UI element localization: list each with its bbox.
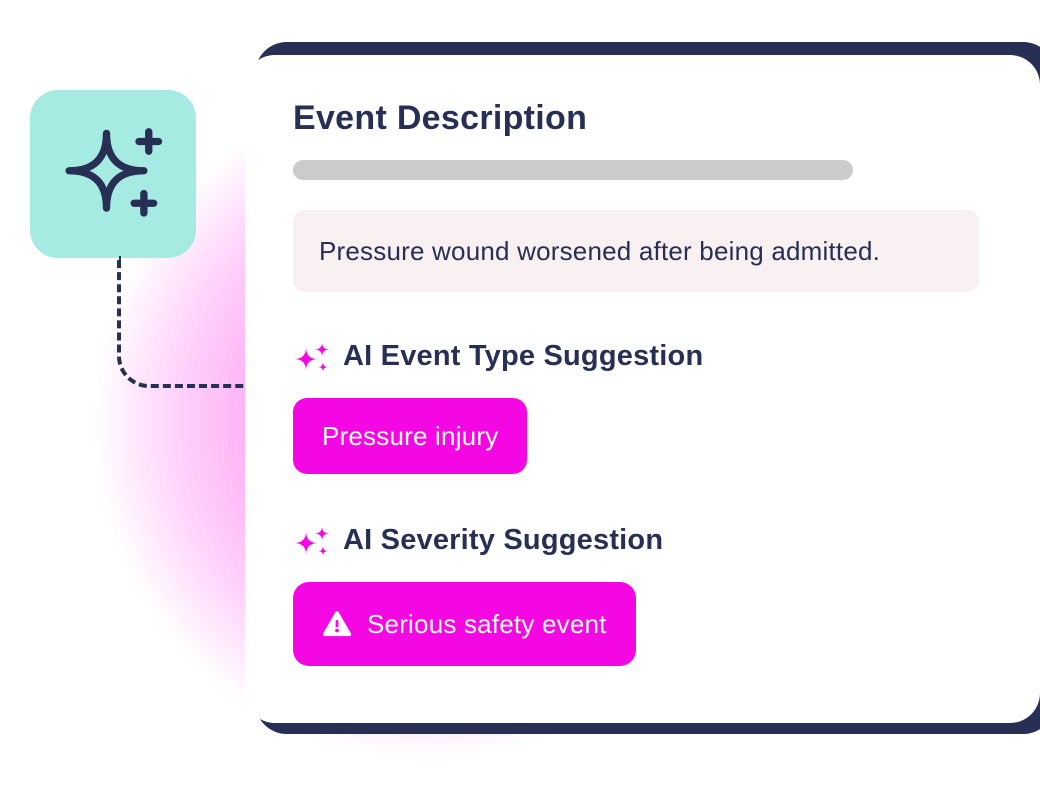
event-description-text: Pressure wound worsened after being admi… <box>319 235 881 266</box>
event-type-section-heading: AI Event Type Suggestion <box>293 338 980 375</box>
event-description-field[interactable]: Pressure wound worsened after being admi… <box>293 210 979 292</box>
severity-section-label: AI Severity Suggestion <box>343 524 664 556</box>
event-type-suggestion-tag[interactable]: Pressure injury <box>293 398 528 474</box>
card-title: Event Description <box>293 99 588 137</box>
dashed-connector <box>117 256 291 388</box>
event-type-section-label: AI Event Type Suggestion <box>343 340 704 372</box>
skeleton-bar <box>293 160 853 180</box>
ai-badge <box>30 90 196 258</box>
ai-sparkles-icon <box>294 526 330 556</box>
event-type-tag-label: Pressure injury <box>322 420 499 451</box>
severity-tag-label: Serious safety event <box>367 608 607 639</box>
sparkle-plus-icon <box>61 122 165 226</box>
warning-triangle-icon <box>322 611 352 637</box>
severity-section-heading: AI Severity Suggestion <box>293 522 980 559</box>
severity-suggestion-tag[interactable]: Serious safety event <box>293 582 636 666</box>
event-card: Event Description Pressure wound worsene… <box>245 55 1040 723</box>
ai-sparkles-icon <box>294 342 330 372</box>
